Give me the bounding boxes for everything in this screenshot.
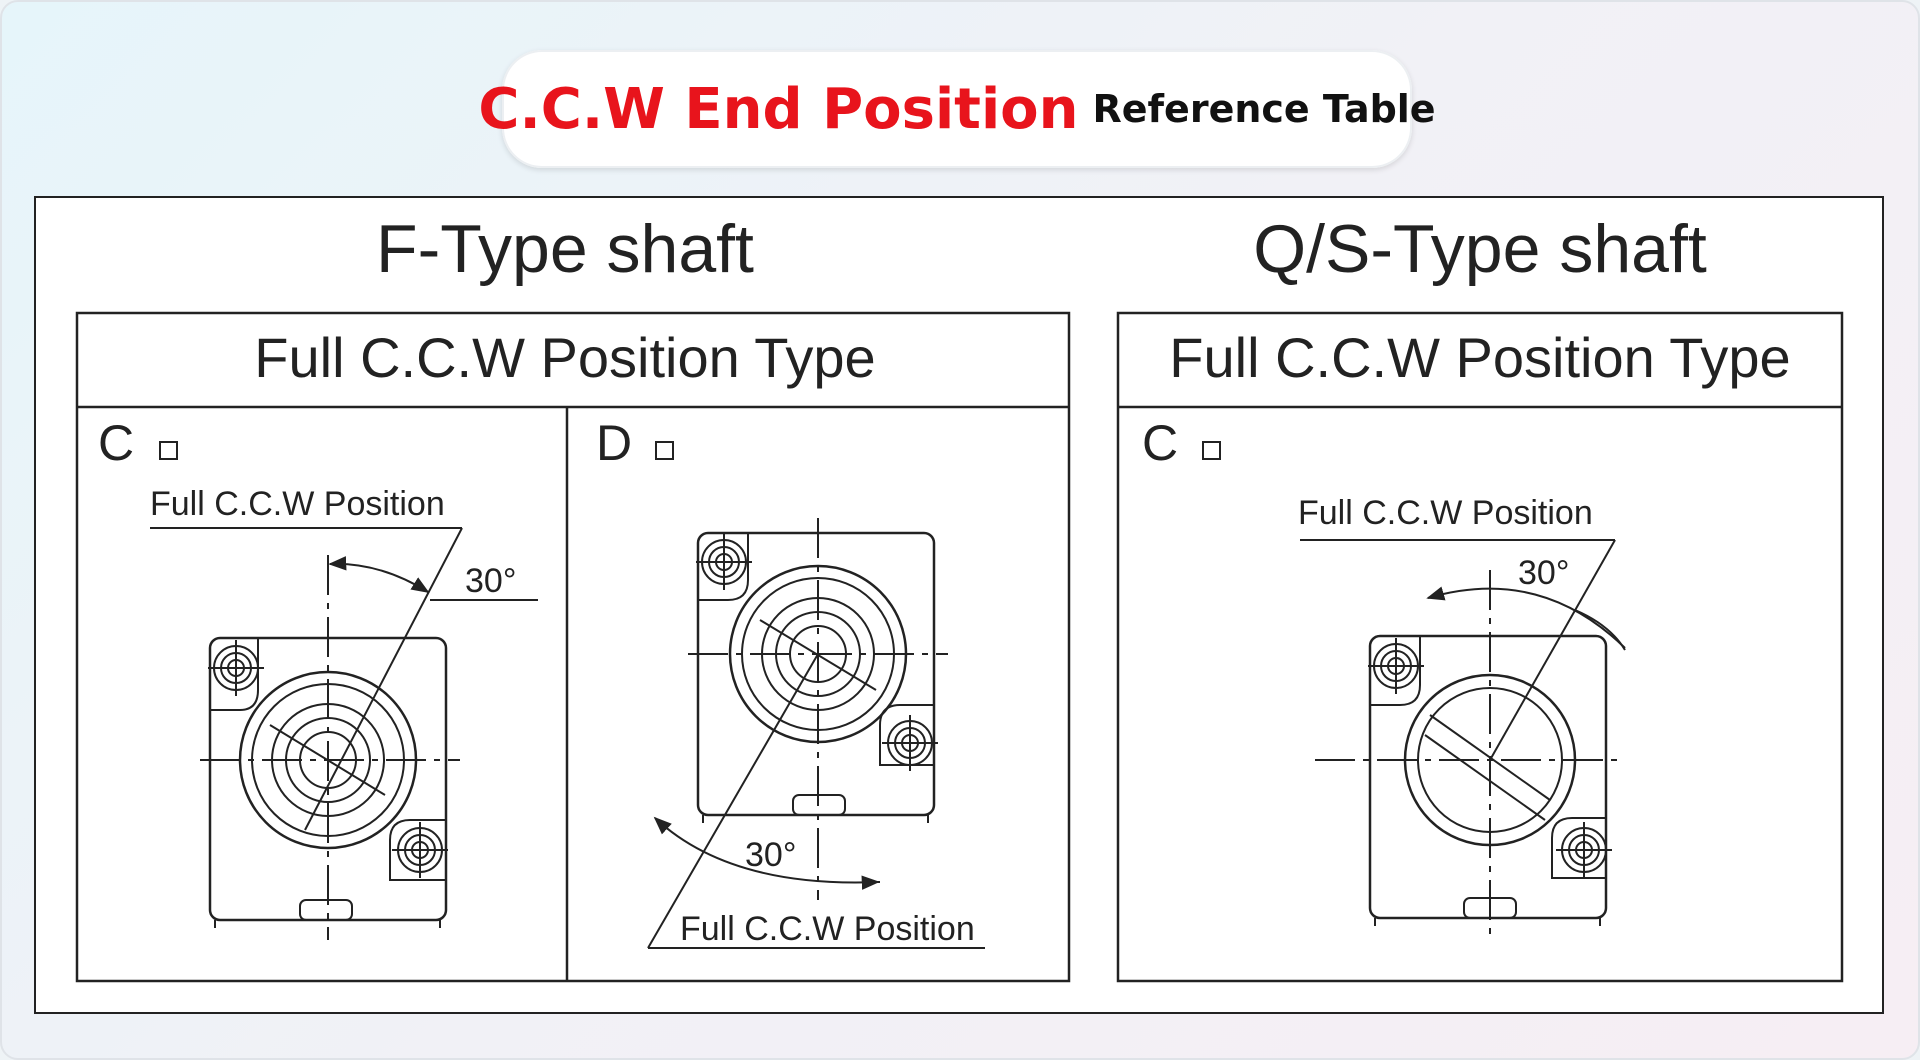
qs-type-title: Q/S-Type shaft xyxy=(1253,211,1707,287)
qs-c-angle-label: 30° xyxy=(1518,554,1569,592)
qs-type-box xyxy=(1116,311,1844,983)
f-type-panel-c: C Full C.C.W Position 30° xyxy=(98,415,538,940)
page-subtitle: Reference Table xyxy=(1092,87,1436,131)
qs-type-box-header: Full C.C.W Position Type xyxy=(1169,326,1790,389)
f-type-box-header: Full C.C.W Position Type xyxy=(254,326,875,389)
qs-c-code: C xyxy=(1142,415,1178,471)
page-title: C.C.W End Position xyxy=(478,76,1079,142)
f-c-code: C xyxy=(98,415,134,471)
title-banner: C.C.W End Position Reference Table xyxy=(478,50,1436,168)
f-type-title: F-Type shaft xyxy=(376,211,754,287)
f-type-box xyxy=(75,311,1071,983)
f-d-code: D xyxy=(596,415,632,471)
qs-type-panel-c: C Full C.C.W Position 30° xyxy=(1142,415,1626,940)
f-c-position-label: Full C.C.W Position xyxy=(150,485,445,523)
f-d-position-label: Full C.C.W Position xyxy=(680,910,975,948)
qs-c-position-label: Full C.C.W Position xyxy=(1298,494,1593,532)
f-d-angle-label: 30° xyxy=(745,836,796,874)
f-c-angle-label: 30° xyxy=(465,562,516,600)
f-type-panel-d: D Full C.C.W Position 30° xyxy=(596,415,985,949)
